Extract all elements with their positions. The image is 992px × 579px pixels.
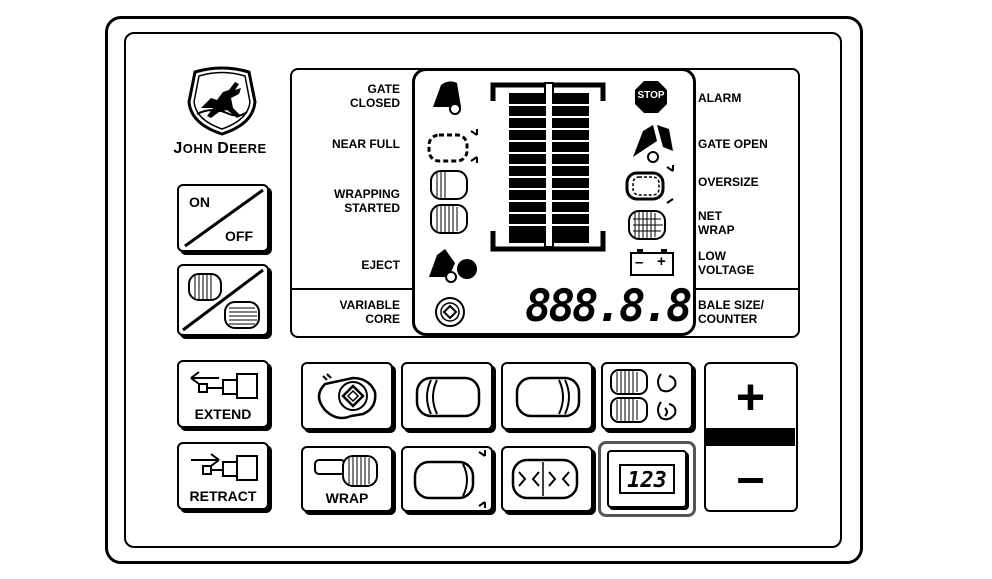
auto-manual-wrap-button[interactable] <box>177 264 269 336</box>
on-label: ON <box>189 194 210 210</box>
oversize-button[interactable] <box>401 446 493 512</box>
extend-label: EXTEND <box>194 406 252 422</box>
wrap-button[interactable]: WRAP <box>301 446 393 512</box>
plus-button[interactable]: + <box>735 369 766 425</box>
bale-shape-icon <box>511 458 579 500</box>
core-diamond-icon <box>317 373 377 420</box>
small-bale-button[interactable] <box>401 362 493 430</box>
large-bale-icon <box>515 376 581 418</box>
low-voltage-battery-icon: – + <box>629 247 675 277</box>
lcd-display: STOP – + 888.8.8 <box>412 68 696 336</box>
oversize-label: OVERSIZE <box>698 175 759 189</box>
extend-button[interactable]: EXTEND <box>177 360 269 428</box>
bale-diagonal-icon <box>182 268 264 332</box>
bale-counter-readout: 888.8.8 <box>525 281 692 332</box>
eject-label: EJECT <box>361 258 400 272</box>
retract-label: RETRACT <box>189 488 257 504</box>
console-outer-frame <box>105 16 863 564</box>
small-bale-icon <box>415 376 481 418</box>
alarm-stop-icon: STOP <box>633 79 669 115</box>
net-wrap-icon <box>628 210 666 240</box>
retract-button[interactable]: RETRACT <box>177 442 269 510</box>
variable-core-icon <box>435 297 465 327</box>
on-off-button[interactable]: ON OFF <box>177 184 269 252</box>
alarm-label: ALARM <box>698 91 742 105</box>
adjust-buttons: + – <box>704 362 798 512</box>
john-deere-logo-icon <box>183 66 261 136</box>
gate-closed-icon <box>433 81 461 115</box>
gate-open-label: GATE OPEN <box>698 137 768 151</box>
large-bale-button[interactable] <box>501 362 593 430</box>
wrap-label: WRAP <box>325 490 369 506</box>
retract-cylinder-icon <box>191 453 258 481</box>
variable-core-button[interactable] <box>301 362 393 430</box>
wrap-mode-button[interactable] <box>601 362 693 430</box>
bale-size-counter-label: BALE SIZE/COUNTER <box>698 298 765 326</box>
near-full-label: NEAR FULL <box>332 137 400 151</box>
counter-button[interactable]: 123 <box>598 441 696 517</box>
bale-shape-button[interactable] <box>501 446 593 512</box>
brand-name: JOHN DEERE <box>173 140 267 157</box>
eject-icon <box>429 249 477 283</box>
extend-cylinder-icon <box>190 371 258 399</box>
minus-button[interactable]: – <box>736 449 765 505</box>
gate-open-icon <box>633 125 673 163</box>
console-inner-frame <box>124 32 842 548</box>
wrap-roll-icon <box>314 455 378 487</box>
wrapping-started-icon <box>430 170 468 234</box>
oversize-icon <box>625 165 674 204</box>
counter-123-label: 123 <box>619 464 675 494</box>
off-label: OFF <box>225 228 253 244</box>
oversize-bale-icon <box>413 450 486 508</box>
near-full-icon <box>427 129 478 163</box>
wrap-mode-icon <box>610 369 677 423</box>
